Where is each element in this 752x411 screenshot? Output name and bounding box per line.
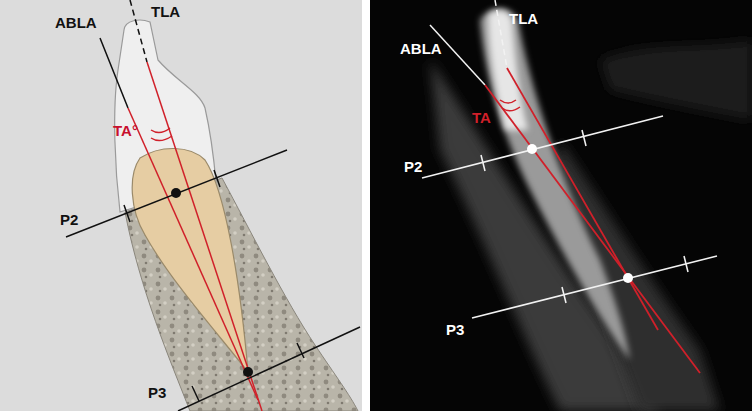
label: ABLA [55,15,97,30]
label: P2 [60,212,78,227]
label: TA° [113,123,138,138]
label: TA [472,110,491,125]
label: TLA [151,4,180,19]
label: P3 [148,385,166,400]
label: TLA [509,11,538,26]
label: P2 [404,159,422,174]
label: P3 [446,322,464,337]
label: ABLA [400,41,442,56]
